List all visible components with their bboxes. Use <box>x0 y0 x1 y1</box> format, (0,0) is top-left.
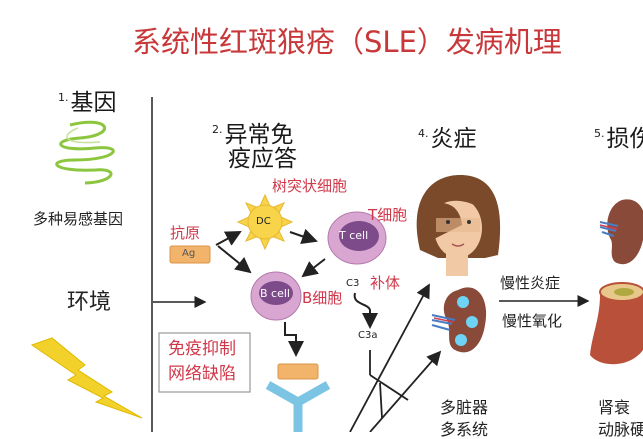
section-4-number: 4. <box>418 127 429 140</box>
patient-face-icon <box>417 175 500 276</box>
gene-label: 多种易感基因 <box>33 212 123 227</box>
dc-text: DC <box>256 217 271 227</box>
dc-label: 树突状细胞 <box>272 179 347 194</box>
dna-coil-icon <box>57 122 114 183</box>
section-1-title: 基因 <box>71 90 117 116</box>
chronic-oxidation-label: 慢性氧化 <box>502 314 562 329</box>
inflammation-arrows <box>350 285 440 432</box>
section-2-number: 2. <box>212 123 223 136</box>
antigen-label: 抗原 <box>170 226 200 241</box>
section-2-heading: 2.异常免 <box>212 124 294 147</box>
section-4-title: 炎症 <box>431 126 477 152</box>
antigen-text: Ag <box>182 249 195 259</box>
section-2-title-line1: 异常免 <box>225 122 294 148</box>
section-5-heading: 5.损伤 <box>594 128 643 151</box>
b-cell-label: B细胞 <box>302 291 342 306</box>
immune-defect-line1: 免疫抑制 <box>168 341 236 358</box>
t-cell-text: T cell <box>339 230 368 241</box>
section-5-title: 损伤 <box>607 126 643 152</box>
section-1-number: 1. <box>58 91 69 104</box>
multi-system-label: 多系统 <box>440 422 488 438</box>
b-cell-text: B cell <box>260 288 290 299</box>
section-4-heading: 4.炎症 <box>418 128 477 151</box>
environment-label: 环境 <box>67 292 111 314</box>
section-5-number: 5. <box>594 127 605 140</box>
antibody-icon <box>268 364 328 432</box>
section-1-heading: 1.基因 <box>58 92 117 115</box>
t-cell-label: T细胞 <box>368 208 407 223</box>
lightning-icon <box>32 338 142 418</box>
artery-icon <box>590 283 643 364</box>
immune-defect-line2: 网络缺陷 <box>168 366 236 383</box>
c3-label: C3 <box>346 279 359 289</box>
c3a-label: C3a <box>358 331 377 341</box>
chronic-inflammation-label: 慢性炎症 <box>500 276 560 291</box>
complement-label: 补体 <box>370 276 400 291</box>
atherosclerosis-label: 动脉硬化 <box>598 422 643 438</box>
section-2-title-line2: 疫应答 <box>228 148 297 171</box>
damaged-kidney-icon <box>600 199 643 264</box>
multi-organ-label: 多脏器 <box>440 400 488 416</box>
inflamed-kidney-icon <box>432 287 486 352</box>
page-title: 系统性红斑狼疮（SLE）发病机理 <box>132 28 562 57</box>
renal-failure-label: 肾衰 <box>598 400 630 416</box>
